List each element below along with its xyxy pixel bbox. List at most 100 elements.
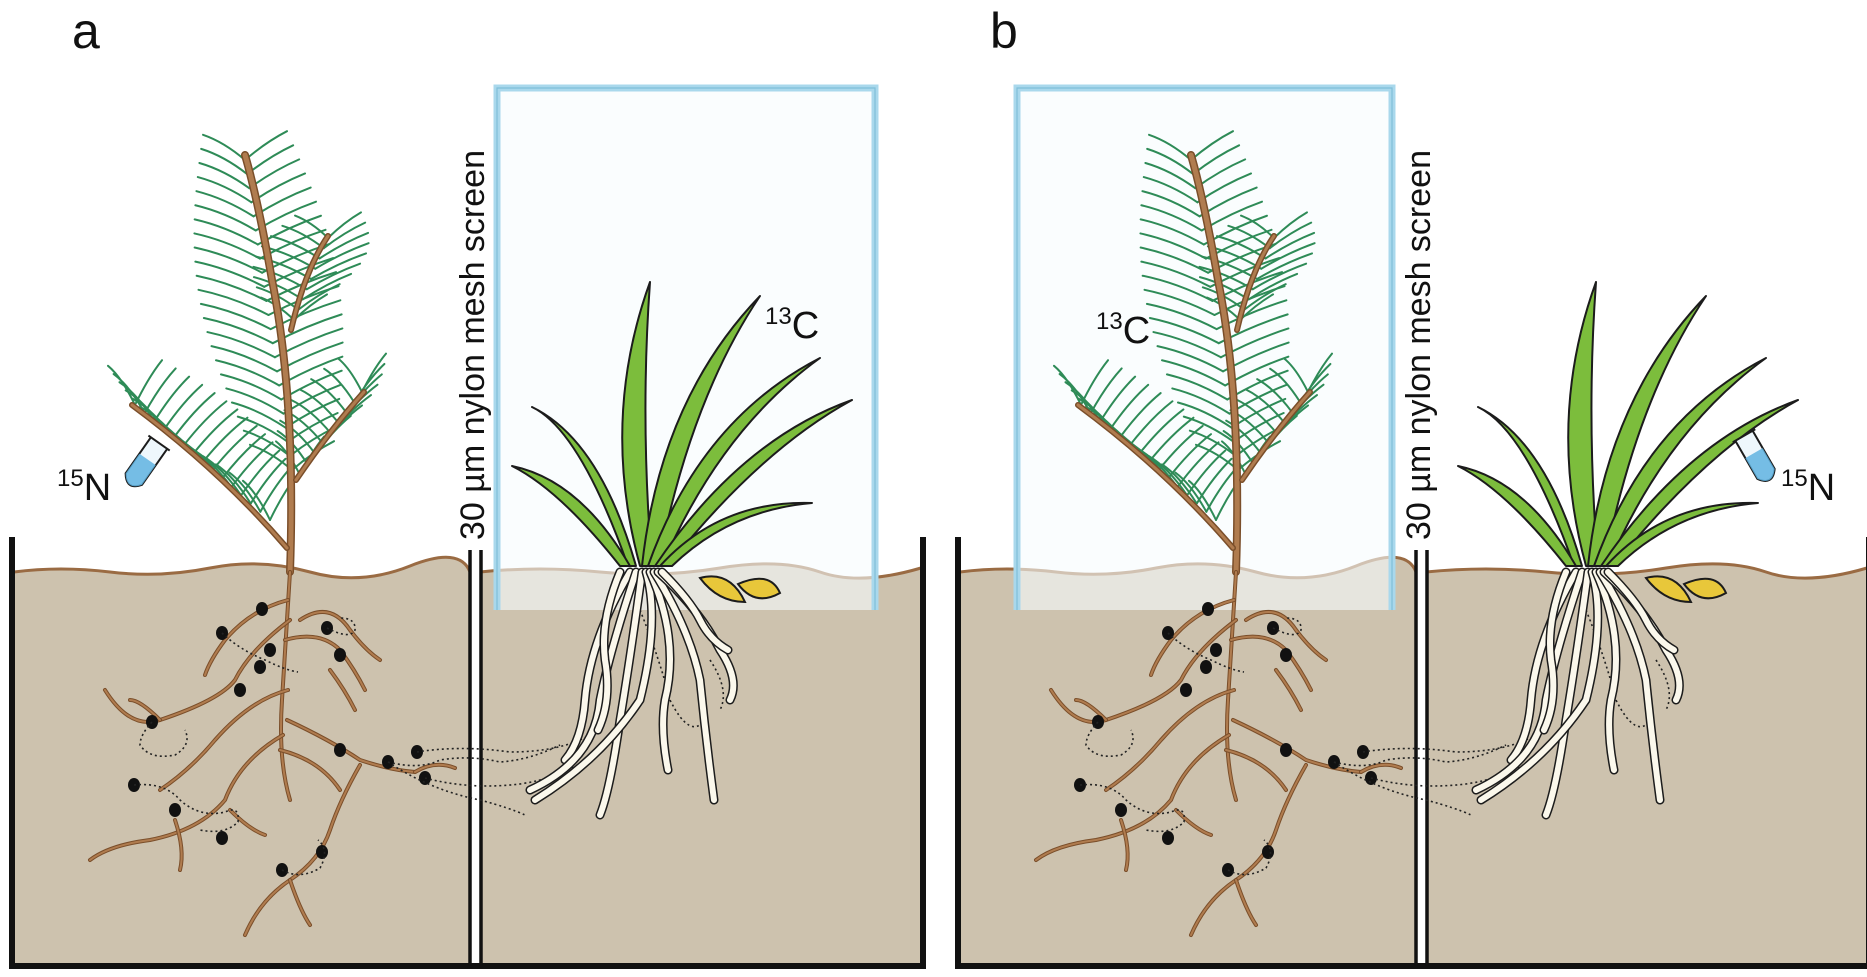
carbon-13-label-element: C [1123, 310, 1150, 352]
pine-needle [198, 161, 251, 190]
pine-needle [1141, 274, 1214, 302]
grass-leaf [511, 465, 631, 567]
grass-leaf [659, 501, 813, 567]
pine-needle [1146, 147, 1195, 176]
pine-needle [241, 479, 271, 521]
pine-needle [1139, 246, 1210, 274]
grass-leaf [1587, 295, 1707, 567]
grass-leaf [1600, 399, 1799, 567]
pine-needle [230, 401, 287, 429]
nitrogen-15-label-mass: 15 [57, 465, 84, 492]
pine-needle [298, 388, 340, 425]
hypha [709, 659, 725, 711]
hypha [1167, 632, 1245, 673]
carbon-13-label-mass: 13 [1096, 308, 1123, 335]
pine-root-fill [244, 764, 361, 936]
pine-needle [215, 359, 281, 387]
pine-needle [318, 231, 370, 260]
pine-needle [1128, 400, 1174, 448]
hypha [1227, 839, 1272, 876]
mycorrhizal-root-tip [264, 643, 276, 657]
mycorrhizal-root-tip [316, 845, 328, 859]
pine-needle [134, 359, 163, 406]
pine-needle [244, 130, 288, 161]
pine-needle [1156, 345, 1225, 373]
grass-root [659, 569, 731, 653]
mycorrhizal-root-tip [234, 683, 246, 697]
pine-root-fill [414, 763, 456, 773]
pine-needle [305, 262, 362, 291]
pine-root-fill [1360, 763, 1402, 773]
pine-needle [1236, 398, 1278, 435]
pine-needle [255, 255, 312, 280]
pine-needle [194, 260, 266, 288]
pine-needle [197, 288, 270, 316]
carbon-13-label: 13C [1096, 308, 1150, 352]
pine-root-fill [1075, 699, 1107, 721]
pine-needle [172, 392, 216, 439]
grass-leaf [1593, 357, 1767, 567]
pine-root-fill [286, 719, 416, 773]
labelling-chamber-edge [496, 87, 876, 610]
pine-needle [107, 364, 136, 406]
hypha [1079, 783, 1186, 833]
pine-root-fill [1190, 764, 1307, 936]
mycorrhizal-root-tip [169, 803, 181, 817]
nitrogen-15-label: 15N [57, 465, 111, 509]
pine-needle [240, 449, 281, 497]
pine-needle [1160, 463, 1198, 505]
grass-root [651, 569, 717, 803]
soil-left [14, 557, 470, 966]
mesh-screen-label: 30 µm nylon mesh screen [1400, 150, 1438, 540]
litter-leaf [736, 577, 782, 600]
pine-needle [1171, 387, 1231, 415]
pine-root-fill [1150, 599, 1235, 676]
pine-needle [314, 242, 370, 270]
pine-root-fill [204, 599, 289, 676]
pine-needle [279, 419, 317, 456]
pine-root-fill [1035, 734, 1230, 861]
hypha [326, 617, 356, 636]
grass-root [1478, 569, 1601, 803]
pine-needle [1152, 331, 1222, 359]
grass-root [1597, 569, 1663, 803]
grass-root [597, 569, 645, 818]
pine-needle [199, 302, 272, 331]
litter-leaf [1644, 575, 1693, 604]
pine-needle [1145, 302, 1218, 331]
grass-leaf [1457, 465, 1577, 567]
pine-needle [246, 144, 295, 176]
pine-needle [202, 133, 246, 161]
pine-root-fill [1120, 819, 1129, 871]
pine-needle [182, 400, 228, 448]
nitrogen-15-label-mass: 15 [1781, 465, 1808, 492]
pine-needle [1268, 221, 1313, 250]
carbon-13-label-mass: 13 [765, 303, 792, 330]
pine-needle [1260, 242, 1316, 270]
pine-root-fill [174, 819, 183, 871]
carbon-13-label-element: C [792, 305, 819, 347]
pine-root-fill [129, 699, 161, 721]
pine-needle [201, 455, 243, 497]
mycorrhizal-root-tip [1115, 803, 1127, 817]
pine-needle [1141, 190, 1201, 218]
mycorrhizal-root-tip [334, 743, 346, 757]
pine-needle [153, 375, 191, 423]
leaf-litter [1644, 575, 1728, 604]
labelling-chamber-edge [1016, 87, 1393, 610]
pine-needle [143, 367, 177, 415]
pine-needle [194, 204, 257, 232]
mycorrhizal-root-tip [334, 648, 346, 662]
pine-needle [210, 345, 279, 373]
pine-needle [1147, 455, 1189, 497]
pine-root-fill [1275, 669, 1302, 711]
tube-liquid [125, 453, 156, 487]
pine-root-fill [289, 879, 311, 926]
mycorrhizal-root-tip [1162, 831, 1174, 845]
grass-root [1541, 569, 1569, 733]
nitrogen-15-label-element: N [84, 467, 111, 509]
pine-needle [196, 176, 253, 204]
mesh-screen-label: 30 µm nylon mesh screen [454, 150, 492, 540]
pine-needle [1256, 378, 1294, 414]
